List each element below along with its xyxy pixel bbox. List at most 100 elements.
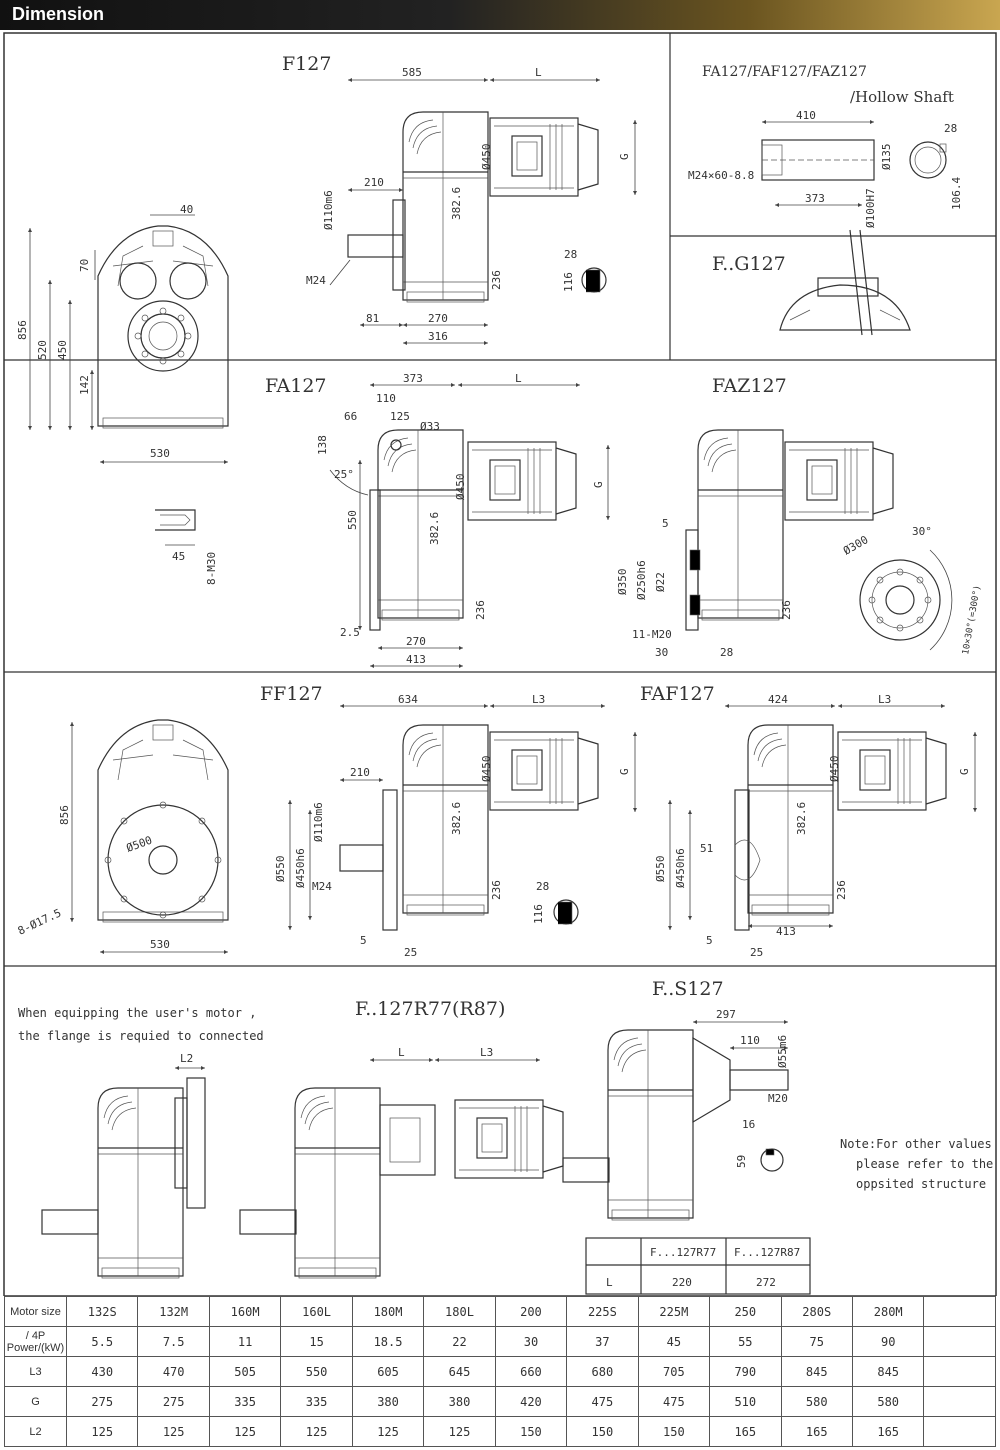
fs127-drawing: F..S127 297 110 Ø55m6 M20 16 59 — [562, 978, 789, 1221]
spec-row-label: Motor size — [4, 1296, 67, 1327]
dimension-drawing-sheet: 40 70 856 520 450 142 530 45 8-M30 F127 … — [3, 32, 997, 1296]
dim-faz127-236: 236 — [780, 600, 793, 620]
dim-front-142: 142 — [78, 375, 91, 395]
spec-cell: 165 — [780, 1416, 853, 1447]
dim-fa127-d450: Ø450 — [454, 474, 467, 501]
dim-faf127-d450h6: Ø450h6 — [674, 848, 687, 888]
spec-cell: 125 — [351, 1416, 425, 1447]
user-motor-note-2: the flange is requied to connected — [18, 1029, 264, 1043]
dim-faf127-236: 236 — [835, 880, 848, 900]
spec-cell: 18.5 — [351, 1326, 425, 1357]
note-line-1: Note:For other values — [840, 1137, 992, 1151]
dim-front-520: 520 — [36, 340, 49, 360]
l-table-header-r87: F...127R87 — [734, 1246, 800, 1259]
fg127-title: F..G127 — [712, 253, 786, 275]
dim-fa127-236: 236 — [474, 600, 487, 620]
spec-cell: 160M — [208, 1296, 282, 1327]
dim-faz127-d300: Ø300 — [841, 533, 870, 558]
spec-cell: 125 — [423, 1416, 496, 1447]
dim-faf127-5: 5 — [706, 934, 713, 947]
l-table-r87-value: 272 — [756, 1276, 776, 1289]
spec-cell: 200 — [494, 1296, 568, 1327]
spec-cell — [923, 1296, 996, 1327]
dim-fa127-373: 373 — [403, 372, 423, 385]
spec-cell: 90 — [851, 1326, 925, 1357]
spec-row-label: G — [4, 1386, 67, 1417]
dim-hollow-d100: Ø100H7 — [864, 188, 877, 228]
dim-ff127-634: 634 — [398, 693, 418, 706]
dim-front-70: 70 — [78, 259, 91, 272]
spec-cell: 380 — [351, 1386, 425, 1417]
dim-f127-81: 81 — [366, 312, 379, 325]
spec-cell: 420 — [494, 1386, 568, 1417]
dim-hollow-410: 410 — [796, 109, 816, 122]
spec-cell: 55 — [709, 1326, 782, 1357]
spec-cell: 580 — [780, 1386, 853, 1417]
dim-f127-d450: Ø450 — [480, 144, 493, 171]
dim-fa127-125: 125 — [390, 410, 410, 423]
spec-cell — [923, 1356, 996, 1387]
l-table-r77-value: 220 — [672, 1276, 692, 1289]
dim-fa127-270: 270 — [406, 635, 426, 648]
dim-f127-L: L — [535, 66, 542, 79]
dim-faz127-d250: Ø250h6 — [635, 560, 648, 600]
spec-cell: 160L — [280, 1296, 353, 1327]
user-motor-drawing: When equipping the user's motor , the fl… — [18, 1006, 264, 1279]
spec-cell: 5.5 — [65, 1326, 139, 1357]
dim-faf127-424: 424 — [768, 693, 788, 706]
spec-cell: 132M — [137, 1296, 210, 1327]
dim-f127-m24: M24 — [306, 274, 326, 287]
spec-cell: 645 — [423, 1356, 496, 1387]
dim-ff127-5: 5 — [360, 934, 367, 947]
dim-ff127-d450: Ø450 — [480, 756, 493, 783]
spec-cell: 280M — [851, 1296, 925, 1327]
fg127-drawing: F..G127 — [712, 229, 911, 336]
spec-cell: 125 — [65, 1416, 139, 1447]
spec-cell: 165 — [709, 1416, 782, 1447]
ff127-drawing: FF127 Ø500 856 8-Ø17.5 530 634 L3 Ø450 G… — [16, 683, 637, 959]
dim-fs-297: 297 — [716, 1008, 736, 1021]
spec-cell: 165 — [851, 1416, 925, 1447]
spec-cell: 45 — [637, 1326, 711, 1357]
faz127-drawing: FAZ127 5 Ø350 Ø250h6 Ø22 236 11-M20 30 2… — [616, 375, 983, 659]
spec-cell: 30 — [494, 1326, 568, 1357]
spec-cell: 475 — [637, 1386, 711, 1417]
dim-hollow-d135: Ø135 — [880, 144, 893, 171]
spec-row-label: L2 — [4, 1416, 67, 1447]
dim-f127-585: 585 — [402, 66, 422, 79]
dim-fa127-413: 413 — [406, 653, 426, 666]
dim-ff127-28: 28 — [536, 880, 549, 893]
dim-hollow-m24: M24×60-8.8 — [688, 169, 754, 182]
spec-cell: 275 — [137, 1386, 210, 1417]
dim-fa127-66: 66 — [344, 410, 357, 423]
dim-fa127-25deg: 25° — [334, 468, 354, 481]
spec-cell: 180M — [351, 1296, 425, 1327]
dim-front-450: 450 — [56, 340, 69, 360]
dim-faf127-413: 413 — [776, 925, 796, 938]
dim-faz127-d350: Ø350 — [616, 569, 629, 596]
dim-hollow-28: 28 — [944, 122, 957, 135]
dim-ff127-m24: M24 — [312, 880, 332, 893]
f127-drawing: F127 585 L Ø450 G 210 Ø110m6 382.6 236 M… — [282, 53, 637, 345]
spec-cell: 22 — [423, 1326, 496, 1357]
dim-fa127-G: G — [592, 481, 605, 488]
faz127-title: FAZ127 — [712, 375, 787, 397]
dim-fa127-L: L — [515, 372, 522, 385]
spec-cell — [923, 1386, 996, 1417]
spec-cell: 430 — [65, 1356, 139, 1387]
dim-faf127-d450: Ø450 — [828, 756, 841, 783]
spec-cell — [923, 1326, 996, 1357]
dim-fr-L: L — [398, 1046, 405, 1059]
spec-cell: 550 — [280, 1356, 353, 1387]
spec-cell: 845 — [780, 1356, 853, 1387]
front-view-drawing: 40 70 856 520 450 142 530 45 8-M30 — [16, 203, 229, 585]
fr-title: F..127R77(R87) — [355, 998, 505, 1020]
header-bar: Dimension — [0, 0, 1000, 30]
spec-cell: 510 — [709, 1386, 782, 1417]
dim-faz127-30: 30 — [655, 646, 668, 659]
note-line-2: please refer to the — [856, 1157, 993, 1171]
dim-f127-316: 316 — [428, 330, 448, 343]
dim-f127-236: 236 — [490, 270, 503, 290]
